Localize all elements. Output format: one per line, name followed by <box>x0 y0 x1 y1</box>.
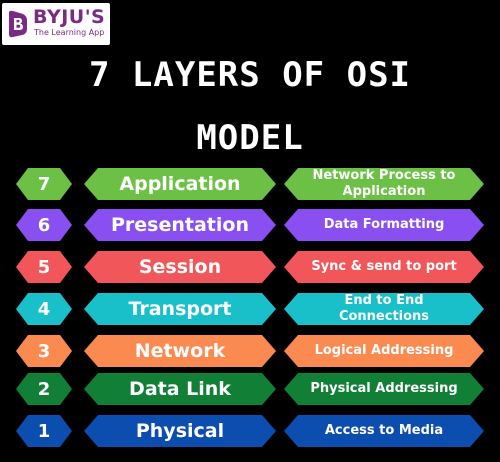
layer-row: 7 Application Network Process to Applica… <box>0 168 500 200</box>
layer-name: Data Link <box>84 373 276 405</box>
layer-number: 7 <box>16 168 72 200</box>
layer-row: 6 Presentation Data Formatting <box>0 209 500 241</box>
layer-description: Sync & send to port <box>284 251 484 283</box>
layer-description: Physical Addressing <box>284 373 484 405</box>
layer-description: Network Process to Application <box>284 168 484 200</box>
layer-number: 6 <box>16 209 72 241</box>
layer-name: Transport <box>84 293 276 325</box>
layer-description: Data Formatting <box>284 209 484 241</box>
layer-name: Physical <box>84 415 276 447</box>
byjus-logo-icon <box>9 10 27 38</box>
layer-row: 1 Physical Access to Media <box>0 415 500 447</box>
layer-row: 4 Transport End to End Connections <box>0 293 500 325</box>
layer-number: 4 <box>16 293 72 325</box>
layer-description: Access to Media <box>284 415 484 447</box>
layer-row: 3 Network Logical Addressing <box>0 335 500 367</box>
layer-name: Presentation <box>84 209 276 241</box>
layer-name: Network <box>84 335 276 367</box>
layer-description: Logical Addressing <box>284 335 484 367</box>
layer-description: End to End Connections <box>284 293 484 325</box>
logo-tagline: The Learning App <box>34 28 105 37</box>
byjus-logo: BYJU'S The Learning App <box>2 3 110 45</box>
diagram-title-line-1: 7 LAYERS OF OSI <box>88 55 412 95</box>
layer-number: 5 <box>16 251 72 283</box>
layer-number: 1 <box>16 415 72 447</box>
layer-name: Application <box>84 168 276 200</box>
diagram-title-line-2: MODEL <box>196 118 304 158</box>
layer-row: 5 Session Sync & send to port <box>0 251 500 283</box>
layer-number: 2 <box>16 373 72 405</box>
layer-number: 3 <box>16 335 72 367</box>
logo-name: BYJU'S <box>33 6 106 28</box>
layer-row: 2 Data Link Physical Addressing <box>0 373 500 405</box>
layer-name: Session <box>84 251 276 283</box>
